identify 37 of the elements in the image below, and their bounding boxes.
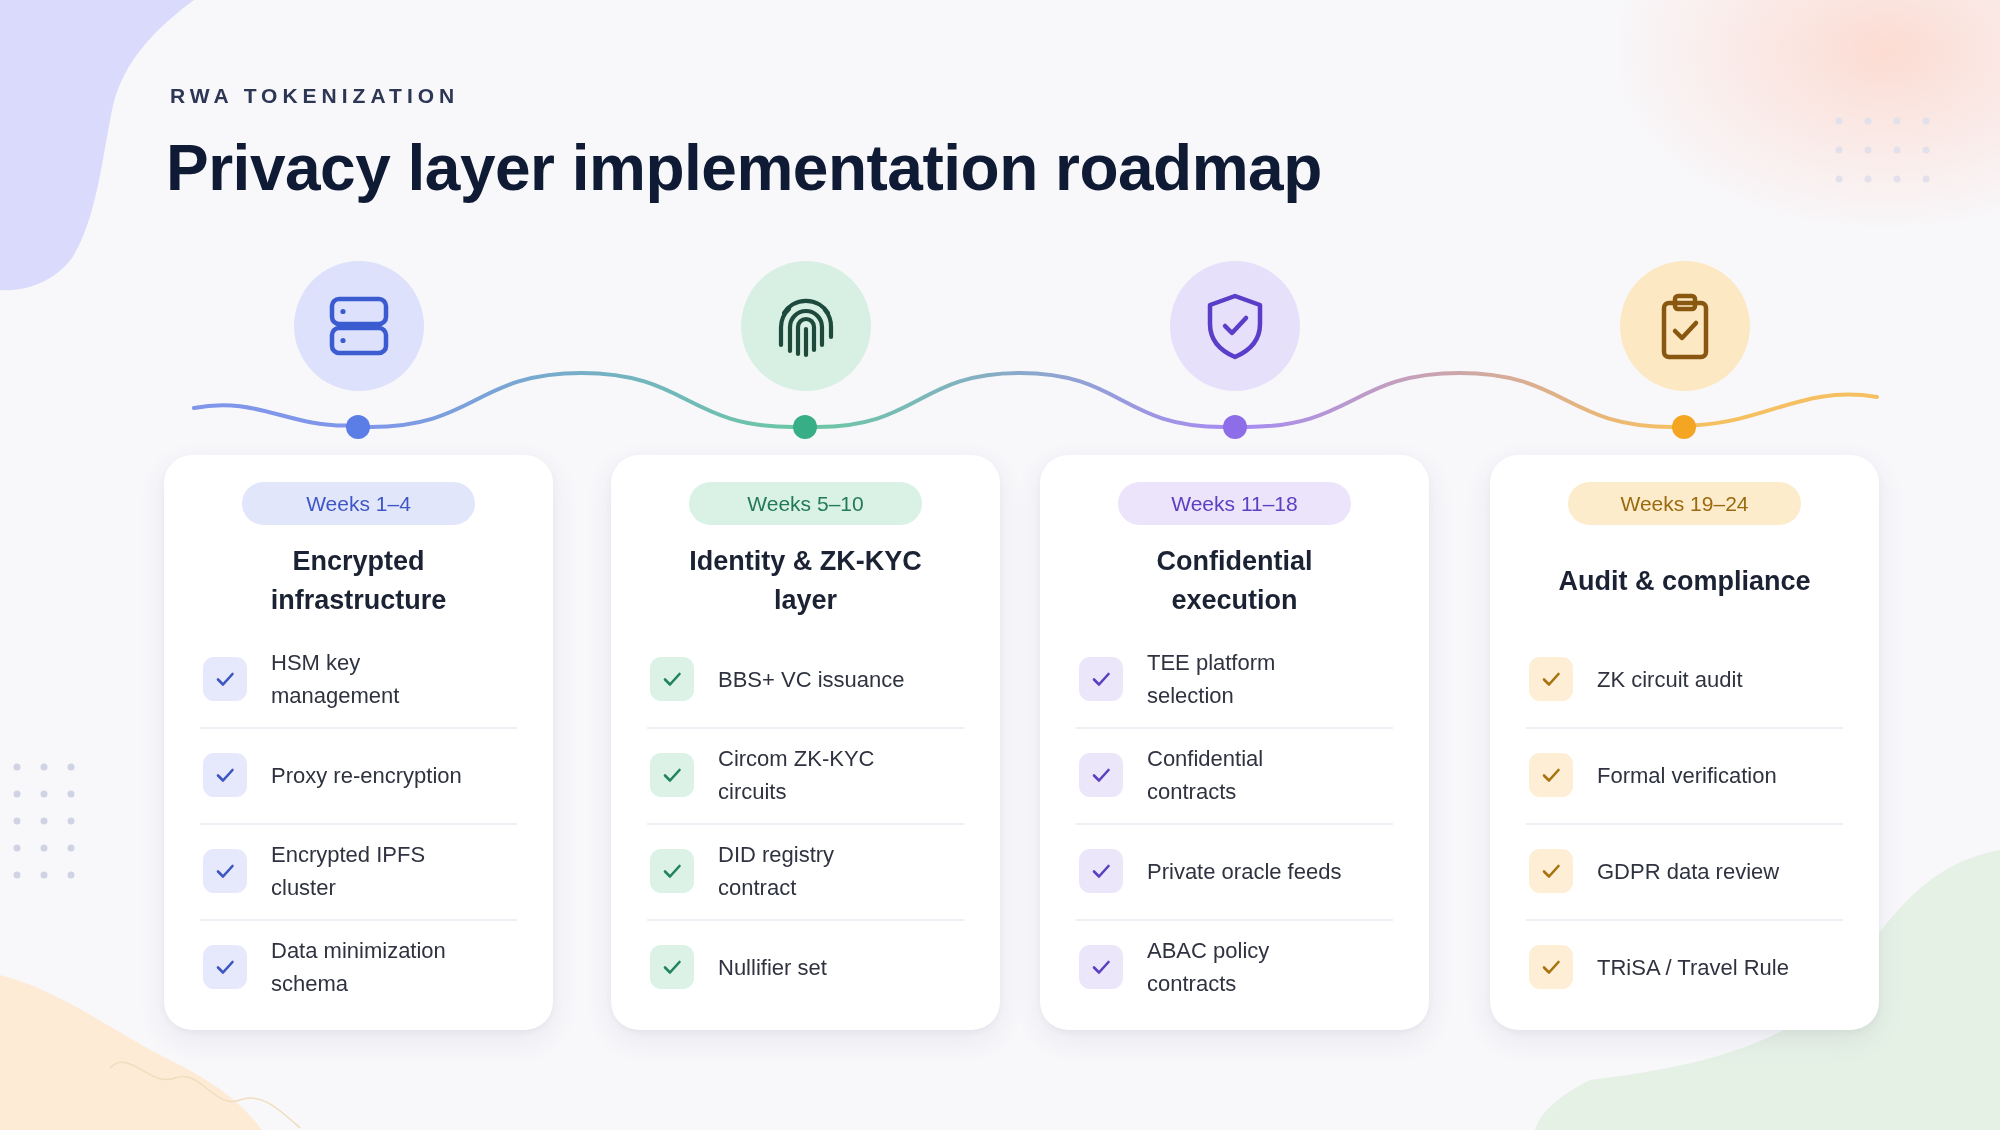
timeline-line bbox=[1245, 371, 1674, 429]
task-text: Data minimization schema bbox=[271, 937, 447, 998]
phase-heading: Identity & ZK-KYC layer bbox=[688, 545, 923, 617]
task-text: Circom ZK-KYC circuits bbox=[718, 745, 876, 806]
duration-badge: Weeks 1–4 bbox=[242, 482, 475, 525]
task-text: Formal verification bbox=[1597, 761, 1778, 790]
task-text: ABAC policy contracts bbox=[1147, 937, 1271, 998]
timeline-dot bbox=[1672, 415, 1696, 439]
task-text: DID registry contract bbox=[718, 841, 836, 902]
phase-card bbox=[611, 455, 1000, 1030]
task-text: Private oracle feeds bbox=[1147, 857, 1343, 886]
timeline-dot bbox=[1223, 415, 1247, 439]
task-text: Nullifier set bbox=[718, 953, 828, 982]
task-text: GDPR data review bbox=[1597, 857, 1781, 886]
task-text: TEE platform selection bbox=[1147, 649, 1277, 710]
duration-badge: Weeks 11–18 bbox=[1118, 482, 1351, 525]
phase-card bbox=[1490, 455, 1879, 1030]
timeline-line bbox=[815, 371, 1225, 429]
timeline-line bbox=[368, 371, 795, 429]
task-text: ZK circuit audit bbox=[1597, 665, 1744, 694]
task-text: BBS+ VC issuance bbox=[718, 665, 906, 694]
task-text: Proxy re-encryption bbox=[271, 761, 463, 790]
section-label: RWA TOKENIZATION bbox=[170, 83, 460, 109]
task-text: TRiSA / Travel Rule bbox=[1597, 953, 1790, 982]
timeline-dot bbox=[346, 415, 370, 439]
task-text: Encrypted IPFS cluster bbox=[271, 841, 427, 902]
phase-heading: Audit & compliance bbox=[1558, 564, 1811, 598]
phase-heading: Encrypted infrastructure bbox=[269, 545, 448, 617]
phase-card bbox=[1040, 455, 1429, 1030]
task-text: Confidential contracts bbox=[1147, 745, 1265, 806]
phase-card bbox=[164, 455, 553, 1030]
phase-heading: Confidential execution bbox=[1155, 545, 1314, 617]
duration-badge: Weeks 19–24 bbox=[1568, 482, 1801, 525]
timeline-dot bbox=[793, 415, 817, 439]
duration-badge: Weeks 5–10 bbox=[689, 482, 922, 525]
task-text: HSM key management bbox=[271, 649, 401, 710]
page-title: Privacy layer implementation roadmap bbox=[166, 131, 1322, 206]
